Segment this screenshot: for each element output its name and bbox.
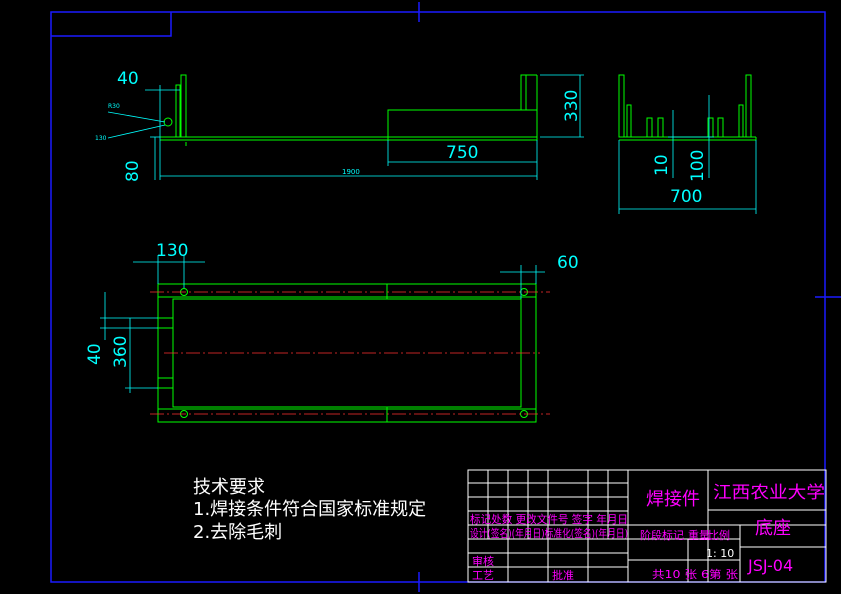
- sheet-border: [50, 2, 841, 592]
- title-scale-label: 比例: [708, 528, 730, 542]
- title-school: 江西农业大学: [713, 483, 825, 503]
- end-view: 10 100 700: [618, 74, 757, 214]
- title-scale-value: 1: 10: [706, 547, 734, 560]
- plan-dim-130: 130: [156, 241, 188, 261]
- plan-dim-360: 360: [111, 336, 131, 368]
- title-approve: 批准: [552, 568, 574, 582]
- title-part-name: 焊接件: [646, 489, 700, 510]
- plan-dim-40: 40: [85, 343, 105, 365]
- tech-notes: 技术要求 1.焊接条件符合国家标准规定 2.去除毛刺: [193, 477, 426, 543]
- title-block: 焊接件 江西农业大学 底座 JSJ-04 标记处数 更改文件号 签字 年月日 设…: [467, 469, 827, 583]
- side-dim-1900: 1900: [342, 168, 360, 176]
- title-stage-label: 阶段标记: [640, 528, 684, 542]
- side-view: 40 80 R30 130 1900 750 330: [95, 69, 584, 182]
- side-dim-750: 750: [446, 143, 478, 163]
- title-process: 工艺: [472, 569, 494, 582]
- end-dim-100: 100: [688, 150, 708, 182]
- tech-notes-item-2: 2.去除毛刺: [193, 522, 282, 543]
- plan-dim-60: 60: [557, 253, 579, 273]
- title-weight-label: 重量: [688, 528, 710, 542]
- title-review: 审核: [472, 554, 494, 568]
- title-row-labels-2: 设计(签名)(年月日)标准化(签名)(年月日): [470, 526, 628, 540]
- side-dim-40: 40: [117, 69, 139, 89]
- tech-notes-heading: 技术要求: [193, 477, 265, 498]
- tech-notes-item-1: 1.焊接条件符合国家标准规定: [193, 499, 426, 520]
- title-drawing-name: 底座: [755, 518, 791, 539]
- side-dim-330: 330: [562, 90, 582, 122]
- title-row-labels-1: 标记处数 更改文件号 签字 年月日: [470, 512, 628, 526]
- side-dim-80: 80: [123, 160, 143, 182]
- plan-view: 130 60 40 360: [85, 241, 579, 423]
- end-dim-10: 10: [652, 154, 672, 176]
- side-dim-r30: R30: [108, 103, 120, 110]
- title-sheets: 共10 张 6第 张: [652, 567, 738, 581]
- end-dim-700: 700: [670, 187, 702, 207]
- side-dim-small: 130: [95, 135, 107, 142]
- title-drawing-no: JSJ-04: [747, 556, 793, 575]
